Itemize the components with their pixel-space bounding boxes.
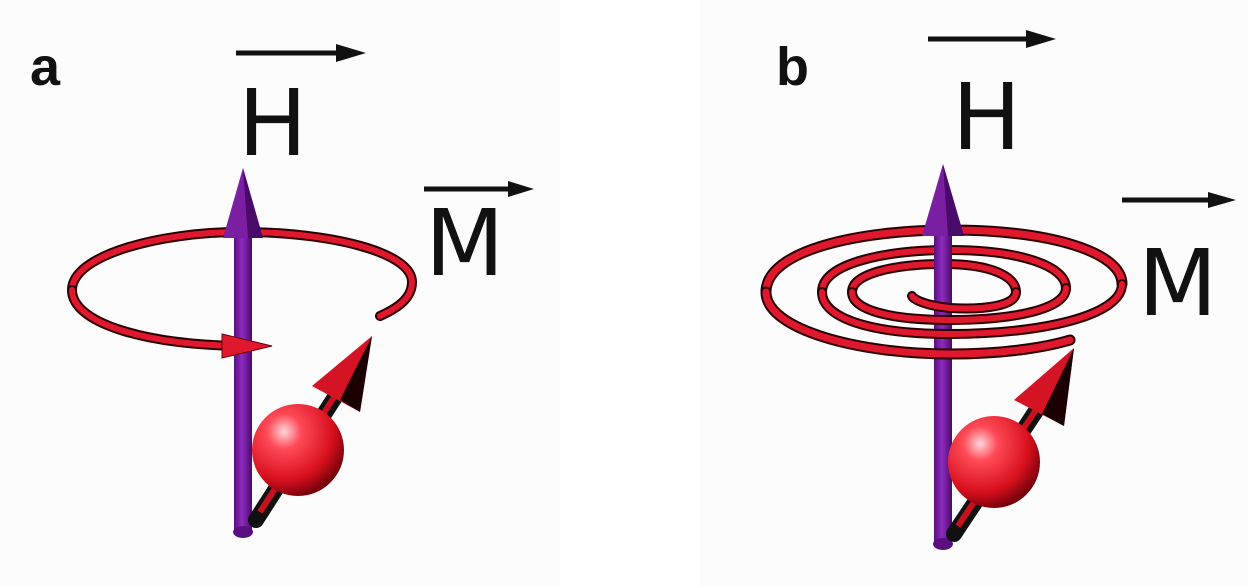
panel-b-field-overarrow xyxy=(928,30,1056,48)
panel-a-magnetization-overarrow xyxy=(424,181,534,197)
panel-a-spin-sphere xyxy=(252,404,344,496)
panel-b-magnetization-label: M xyxy=(1138,230,1218,337)
panel-a-precession-arrowhead xyxy=(221,333,273,359)
panel-a-field-overarrow xyxy=(236,44,366,62)
panel-b-spin-vector xyxy=(946,348,1074,542)
panel-b-letter: b xyxy=(776,37,809,97)
panel-b-magnetization-overarrow xyxy=(1122,192,1236,208)
panel-a-letter: a xyxy=(30,37,61,97)
panel-a-field-vector xyxy=(223,168,263,538)
panel-a-field-label: H xyxy=(238,70,308,177)
panel-a-magnetization-label: M xyxy=(425,190,505,297)
panel-b-damped-spiral-front xyxy=(760,279,1127,360)
panel-b-spin-sphere xyxy=(948,416,1040,508)
panel-a-spin-vector xyxy=(248,336,372,528)
panel-b-field-label: H xyxy=(952,64,1022,171)
